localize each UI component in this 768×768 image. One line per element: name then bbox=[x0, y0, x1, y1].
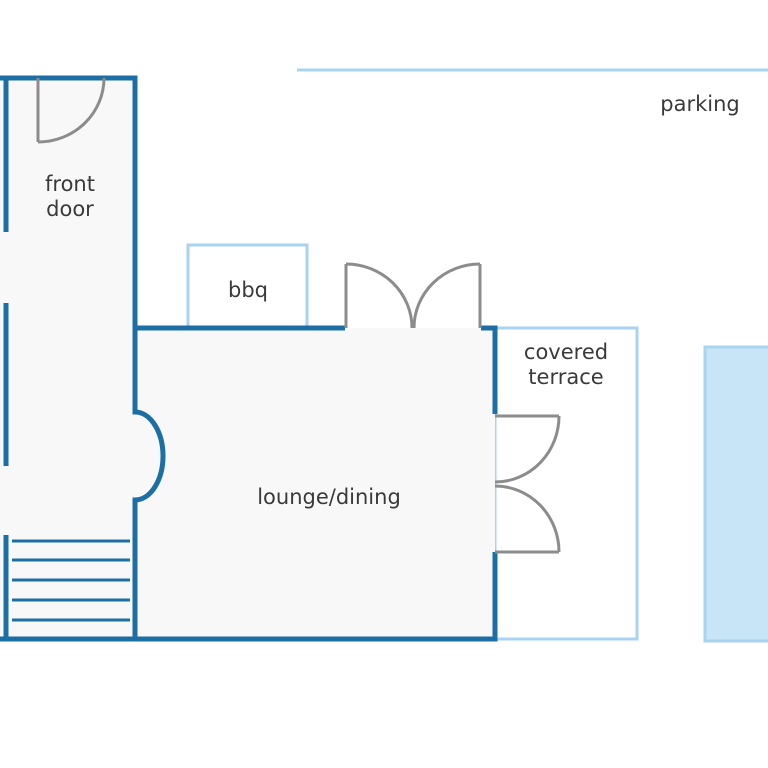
alcove-fill bbox=[135, 412, 163, 500]
staircase bbox=[12, 539, 130, 622]
front-door-label-line1: front bbox=[45, 172, 95, 196]
front-door-hall bbox=[0, 78, 135, 639]
parking-label: parking bbox=[660, 92, 739, 116]
hall-walls bbox=[0, 75, 166, 642]
front-door-label-line2: door bbox=[46, 197, 94, 221]
pool bbox=[703, 345, 768, 643]
lounge-dining-label: lounge/dining bbox=[257, 485, 401, 509]
lounge-dining-room bbox=[135, 328, 495, 639]
bbq-area bbox=[186, 243, 309, 329]
bbq-label: bbq bbox=[228, 278, 268, 302]
covered-terrace-label-line1: covered bbox=[524, 340, 608, 364]
covered-terrace-label-line2: terrace bbox=[528, 365, 603, 389]
lounge-top-double-door bbox=[344, 262, 482, 329]
lounge-right-double-door bbox=[494, 414, 561, 554]
front-door-swing bbox=[36, 77, 106, 144]
lounge-walls bbox=[135, 325, 498, 642]
